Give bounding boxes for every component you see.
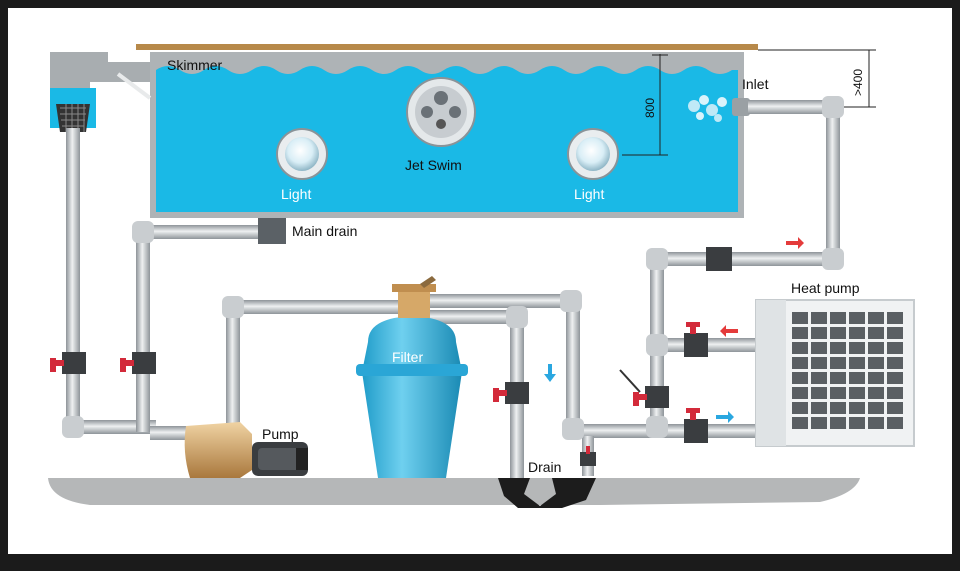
- light-left-icon: [276, 128, 328, 180]
- valve-skimmer-icon: [50, 352, 86, 374]
- label-drain: Drain: [528, 459, 561, 475]
- sand-filter-icon: [356, 276, 468, 478]
- label-skimmer: Skimmer: [167, 57, 223, 73]
- valve-drain-outlet-icon: [580, 446, 596, 466]
- ground: [48, 478, 860, 505]
- label-main-drain: Main drain: [292, 223, 357, 239]
- height-dimension: [758, 49, 876, 108]
- drain-trap: [498, 478, 596, 508]
- pool-deck: [136, 44, 758, 50]
- flow-arrow-hot-icon: [720, 325, 738, 337]
- label-jet-swim: Jet Swim: [405, 157, 462, 173]
- label-inlet: Inlet: [742, 76, 769, 92]
- valve-heat-pump-in-icon: [684, 322, 708, 357]
- label-depth-800: 800: [643, 98, 657, 118]
- valve-main-drain-icon: [120, 352, 156, 374]
- depth-dimension: [622, 54, 668, 156]
- inlet-bubbles-icon: [688, 95, 727, 122]
- flow-arrow-down-icon: [544, 364, 556, 382]
- label-heat-pump: Heat pump: [791, 280, 860, 296]
- coupling-return-icon: [706, 247, 732, 271]
- label-light-right: Light: [574, 186, 604, 202]
- main-drain-fitting: [258, 218, 286, 244]
- label-pump: Pump: [262, 426, 299, 442]
- valve-bypass-icon: [619, 369, 669, 408]
- valve-drain-line-icon: [493, 382, 529, 404]
- valve-heat-pump-out-icon: [684, 408, 708, 443]
- label-light-left: Light: [281, 186, 311, 202]
- jet-swim-icon: [406, 77, 476, 147]
- inlet-fitting: [732, 98, 750, 116]
- heat-pump-unit: [755, 299, 915, 447]
- label-height-400: >400: [851, 69, 865, 96]
- flow-arrow-return-icon: [786, 237, 804, 249]
- light-right-icon: [567, 128, 619, 180]
- pump-icon: [184, 422, 308, 478]
- skimmer-basket-icon: [56, 104, 90, 132]
- label-filter: Filter: [392, 349, 423, 365]
- flow-arrow-cold-icon: [716, 411, 734, 423]
- heat-pump-grille-icon: [792, 312, 903, 429]
